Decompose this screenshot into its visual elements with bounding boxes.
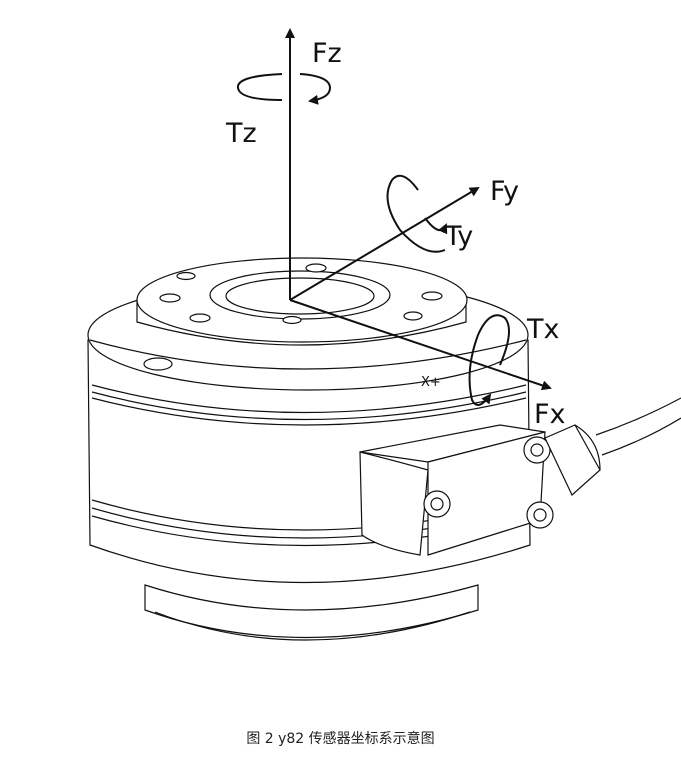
- bolt-hole: [403, 311, 423, 321]
- cable: [595, 397, 681, 456]
- bolt-hole: [421, 291, 443, 301]
- tx-label: Tx: [526, 314, 559, 345]
- cable-gland: [544, 424, 601, 496]
- tx-rotation-arrow: [468, 314, 510, 406]
- tz-label: Tz: [225, 118, 257, 149]
- ty-rotation-arrow: [386, 174, 447, 253]
- figure-caption: 图 2 y82 传感器坐标系示意图: [246, 731, 435, 747]
- fy-axis: [289, 186, 480, 301]
- sensor-coordinate-diagram: Fz Tz Fy Ty Tx Fx X+: [87, 28, 681, 641]
- sensor-body: [87, 257, 601, 641]
- connector-box: [359, 451, 429, 556]
- bolt-hole: [282, 315, 302, 325]
- fx-axis: [289, 299, 552, 391]
- mounting-hole: [143, 357, 173, 371]
- fx-label: Fx: [534, 399, 566, 430]
- x-plus-marking: X+: [421, 375, 441, 390]
- bolt-hole: [305, 263, 327, 273]
- bolt-hole: [189, 313, 211, 323]
- fz-label: Fz: [312, 38, 342, 69]
- bolt-hole: [176, 271, 196, 281]
- rotation-arcs: [237, 73, 510, 406]
- bottom-base: [144, 584, 479, 639]
- fy-label: Fy: [490, 176, 519, 207]
- tz-rotation-arrow: [237, 73, 332, 101]
- coordinate-axes: [285, 28, 552, 391]
- ty-label: Ty: [444, 221, 473, 252]
- bolt-hole: [159, 293, 181, 303]
